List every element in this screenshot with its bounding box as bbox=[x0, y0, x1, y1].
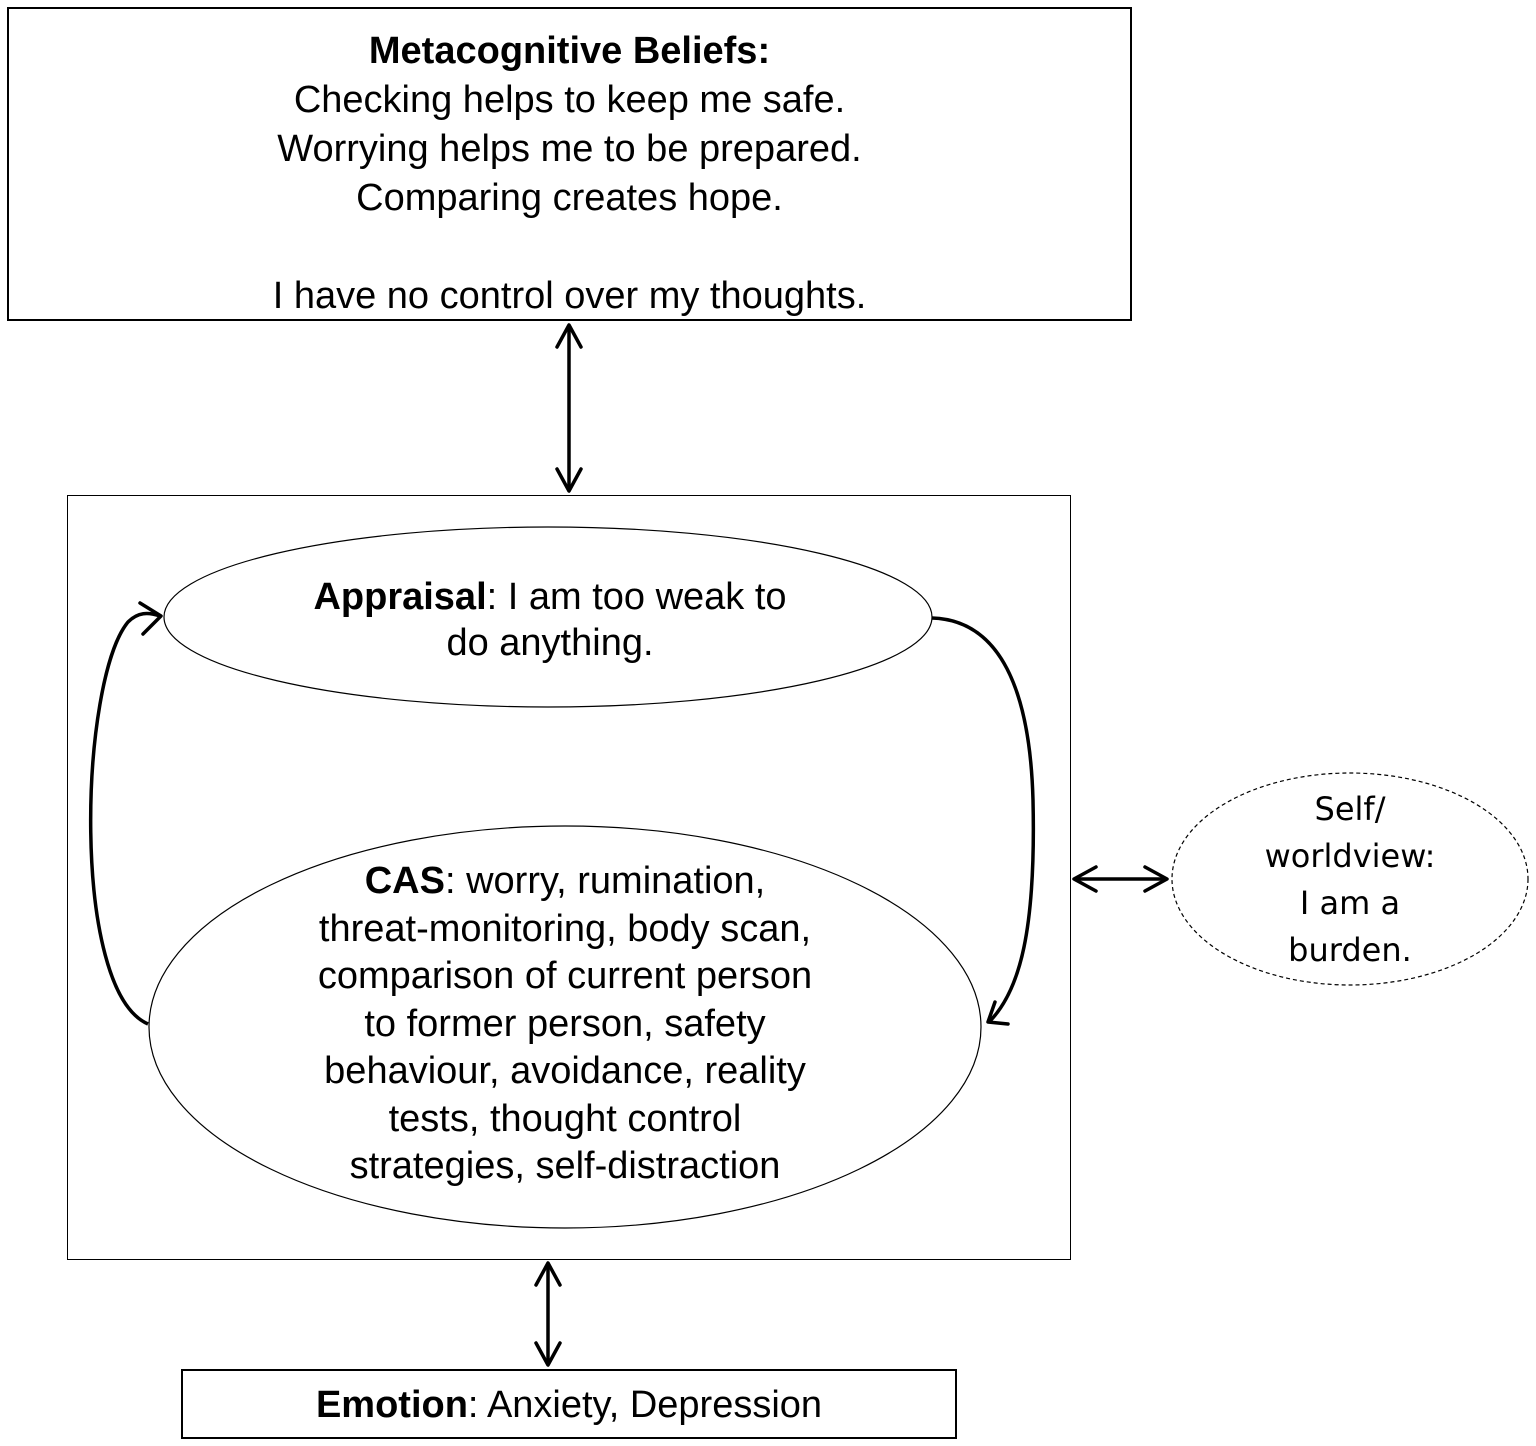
self-worldview-text: Self/ worldview: I am a burden. bbox=[1200, 786, 1500, 974]
cas-line: strategies, self-distraction bbox=[349, 1145, 781, 1187]
emotion-value: : Anxiety, Depression bbox=[467, 1384, 823, 1426]
cas-to-appraisal-arrow bbox=[89, 611, 161, 1026]
metacognitive-belief-line: Comparing creates hope. bbox=[356, 177, 783, 219]
cas-label: CAS bbox=[364, 860, 445, 902]
metacognitive-beliefs-content: Metacognitive Beliefs: Checking helps to… bbox=[9, 27, 1130, 321]
emotion-text: Emotion: Anxiety, Depression bbox=[183, 1381, 955, 1430]
metacognitive-belief-line: Checking helps to keep me safe. bbox=[293, 79, 846, 121]
metacognitive-beliefs-heading: Metacognitive Beliefs: bbox=[368, 30, 771, 72]
cas-line: comparison of current person bbox=[317, 955, 813, 997]
metacognitive-beliefs-box: Metacognitive Beliefs: Checking helps to… bbox=[7, 7, 1132, 321]
appraisal-to-cas-arrowhead bbox=[986, 1000, 1010, 1026]
appraisal-line-2: do anything. bbox=[446, 622, 654, 664]
self-worldview-line: Self/ bbox=[1314, 790, 1386, 828]
appraisal-line-1: Appraisal: I am too weak to bbox=[240, 574, 860, 620]
self-worldview-line: worldview: bbox=[1264, 837, 1436, 875]
appraisal-label: Appraisal bbox=[313, 576, 487, 618]
cas-ellipse bbox=[148, 825, 982, 1229]
appraisal-text: Appraisal: I am too weak to do anything. bbox=[240, 574, 860, 666]
appraisal-text-part1: : I am too weak to bbox=[486, 576, 787, 618]
cas-line: to former person, safety bbox=[364, 1002, 766, 1045]
cas-text: CAS: worry, rumination, threat-monitorin… bbox=[265, 858, 865, 1191]
cas-container-box bbox=[67, 495, 1071, 1260]
cas-line: behaviour, avoidance, reality bbox=[324, 1050, 806, 1092]
cas-to-appraisal-arrowhead bbox=[138, 601, 163, 636]
cas-line-1: CAS: worry, rumination, bbox=[265, 858, 865, 906]
cas-text-part1: : worry, rumination, bbox=[444, 860, 766, 902]
self-worldview-ellipse bbox=[1171, 772, 1529, 986]
appraisal-ellipse bbox=[163, 526, 933, 708]
cas-line: threat-monitoring, body scan, bbox=[318, 907, 812, 950]
metacognitive-belief-line: Worrying helps me to be prepared. bbox=[277, 128, 862, 170]
appraisal-to-cas-arrow bbox=[931, 616, 1036, 1023]
emotion-box: Emotion: Anxiety, Depression bbox=[181, 1369, 957, 1439]
emotion-label: Emotion bbox=[315, 1384, 468, 1426]
metacognitive-belief-line: I have no control over my thoughts. bbox=[272, 275, 867, 317]
self-worldview-line: burden. bbox=[1288, 931, 1412, 969]
cas-line: tests, thought control bbox=[388, 1097, 742, 1140]
self-worldview-line: I am a bbox=[1299, 884, 1401, 922]
